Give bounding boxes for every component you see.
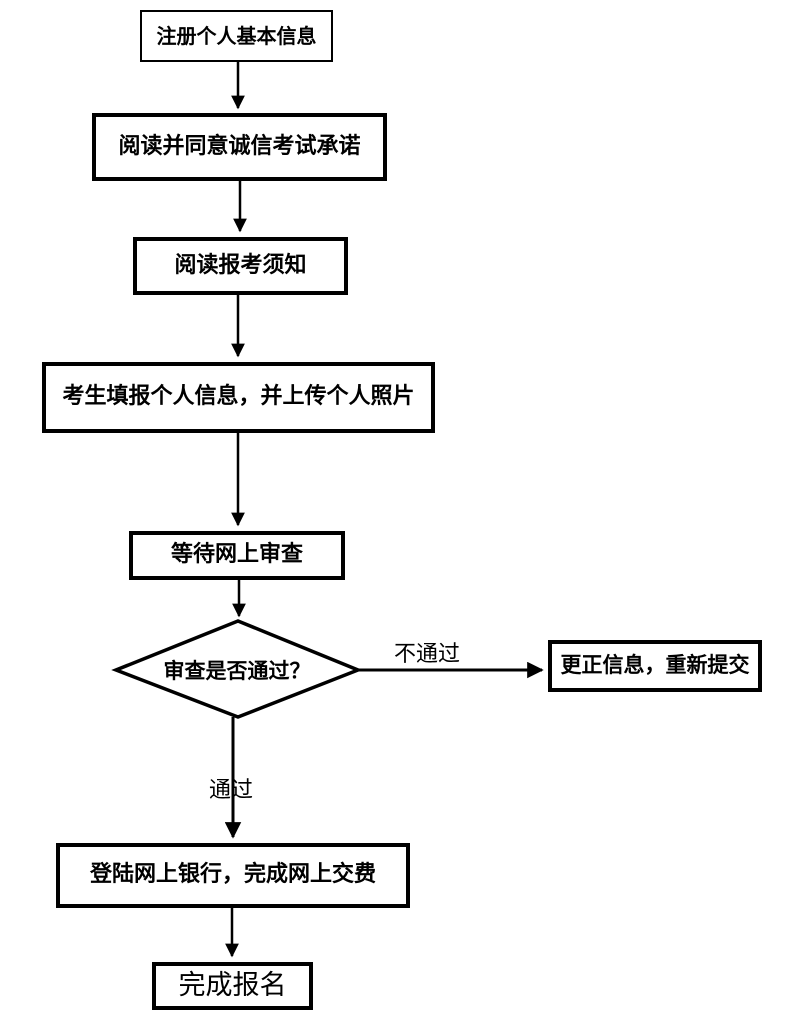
- node-fill-info: 考生填报个人信息，并上传个人照片: [42, 362, 435, 433]
- node-read-notice-label: 阅读报考须知: [174, 252, 307, 278]
- node-register: 注册个人基本信息: [140, 10, 333, 62]
- node-pay-online: 登陆网上银行，完成网上交费: [56, 843, 410, 908]
- edge-label-pass: 通过: [209, 778, 254, 803]
- node-complete-label: 完成报名: [178, 969, 287, 1001]
- node-correct-resubmit: 更正信息，重新提交: [548, 640, 762, 692]
- node-agree-commitment: 阅读并同意诚信考试承诺: [92, 113, 387, 181]
- node-fill-info-label: 考生填报个人信息，并上传个人照片: [62, 384, 415, 410]
- node-pay-online-label: 登陆网上银行，完成网上交费: [89, 862, 376, 888]
- node-wait-review: 等待网上审查: [129, 531, 345, 580]
- node-register-label: 注册个人基本信息: [156, 24, 317, 48]
- node-correct-resubmit-label: 更正信息，重新提交: [560, 653, 750, 678]
- decision-diamond: [111, 619, 363, 719]
- node-wait-review-label: 等待网上审查: [170, 542, 303, 568]
- edge-label-fail: 不通过: [394, 642, 461, 667]
- node-complete: 完成报名: [152, 962, 313, 1010]
- node-read-notice: 阅读报考须知: [133, 237, 348, 295]
- node-review-decision-label: 审查是否通过？: [163, 659, 311, 683]
- node-agree-commitment-label: 阅读并同意诚信考试承诺: [118, 133, 361, 159]
